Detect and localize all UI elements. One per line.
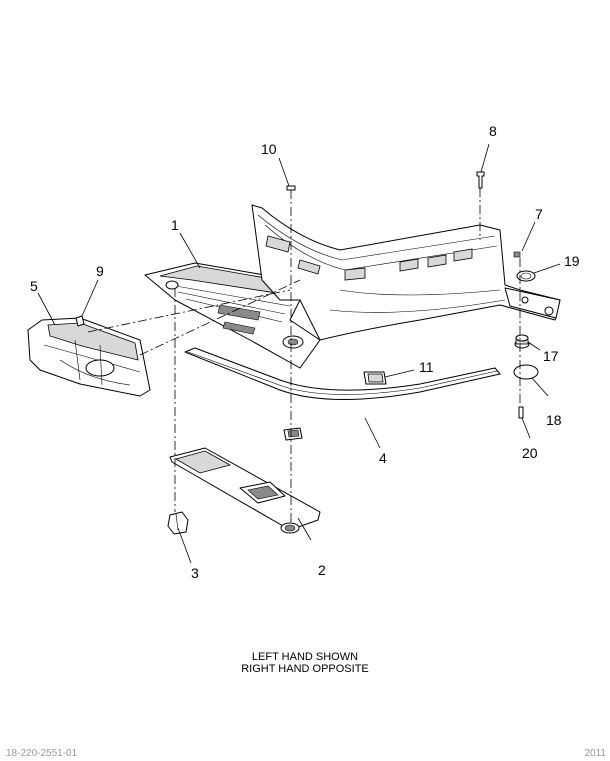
- bolt-part-8: [476, 171, 485, 189]
- callout-3: 3: [191, 565, 199, 581]
- callout-9: 9: [96, 263, 104, 279]
- callout-7: 7: [535, 206, 543, 222]
- screw-part-10: [286, 185, 296, 191]
- callout-1: 1: [171, 217, 179, 233]
- callout-20: 20: [522, 445, 538, 461]
- bracket-part-3: [167, 511, 189, 535]
- callout-19: 19: [564, 253, 580, 269]
- note-right-hand-opposite: RIGHT HAND OPPOSITE: [241, 663, 369, 675]
- plug-part-17: [514, 334, 530, 349]
- callout-4: 4: [379, 450, 387, 466]
- clip-part-9: [75, 315, 85, 327]
- screw-part-20: [518, 406, 524, 419]
- callout-18: 18: [546, 412, 562, 428]
- footer-page-code: 2011: [584, 748, 606, 759]
- disc-part-18: [513, 364, 539, 380]
- callout-11: 11: [419, 359, 434, 375]
- callout-10: 10: [261, 141, 277, 157]
- fastener-clip: [283, 427, 303, 441]
- seal-strip-part-4: [184, 347, 501, 400]
- access-cover-part-2: [169, 447, 321, 534]
- callout-2: 2: [318, 562, 326, 578]
- callout-5: 5: [30, 278, 38, 294]
- callout-labels: 1 2 3 4 5 7 8 9 10 11 17 18 19 20: [30, 123, 580, 581]
- note-left-hand-shown: LEFT HAND SHOWN: [251, 651, 359, 663]
- latch-part-11: [363, 371, 387, 385]
- bulkhead-panel: [251, 204, 561, 341]
- assembly-centerlines: [87, 188, 521, 525]
- footer-document-number: 18-220-2551-01: [6, 748, 78, 759]
- callout-17: 17: [543, 348, 559, 364]
- grommet-part-19: [516, 270, 536, 282]
- callout-leaders: [37, 143, 561, 564]
- callout-8: 8: [489, 123, 497, 139]
- side-closeout-part-5: [27, 317, 151, 397]
- nut-part-7: [513, 251, 521, 258]
